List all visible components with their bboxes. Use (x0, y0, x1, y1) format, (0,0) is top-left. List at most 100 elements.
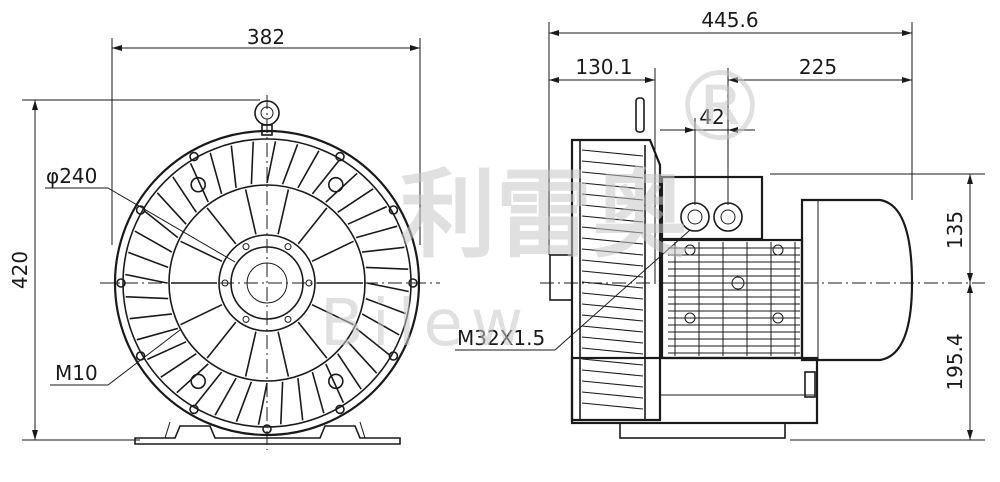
side-base (570, 356, 819, 439)
housing-bolt-icon (327, 176, 344, 193)
thread-leader: M32X1.5 (455, 229, 691, 351)
housing-fin-line (581, 259, 644, 267)
impeller-fin (361, 313, 400, 336)
impeller-fin (266, 141, 277, 184)
impeller-fin (325, 363, 345, 404)
housing-fin-line (581, 204, 644, 212)
housing-fin-line (581, 270, 644, 278)
impeller-fin (194, 371, 223, 406)
housing-outer-circle (113, 129, 421, 437)
impeller-fin (337, 188, 374, 213)
impeller-fin (189, 162, 209, 203)
impeller-fin (355, 327, 390, 356)
impeller-fin (281, 144, 299, 185)
housing-fin-line (581, 303, 644, 311)
dimension-lower-height: 195.4 (790, 283, 985, 441)
housing-bolt-icon (327, 373, 344, 390)
hub-bolt-hole (284, 315, 292, 323)
impeller-fin (280, 381, 284, 425)
dimension-port-spacing: 42 (660, 105, 755, 205)
impeller-fin (365, 297, 406, 315)
hub-bolt-hole (242, 315, 250, 323)
impeller-fin (347, 341, 378, 374)
housing-fin-line (581, 281, 644, 289)
watermark-chinese-text: 利雷奥 (400, 159, 688, 271)
housing-fin-line (581, 248, 644, 256)
hub-spoke (244, 189, 257, 235)
hub-inner-circle (230, 246, 304, 320)
hub-bolt-hole (284, 243, 292, 251)
housing-fin-line (581, 380, 644, 388)
watermark-registered-icon: ® (672, 51, 768, 163)
impeller-fin (214, 377, 237, 416)
hub-spoke (180, 240, 223, 263)
impeller-fin (311, 371, 325, 414)
width-dimension-label: 382 (247, 25, 285, 49)
impeller-fin (235, 381, 253, 422)
rim-bolt-icon (388, 351, 399, 361)
rim-bolt-icon (116, 278, 126, 288)
impeller-fin (125, 296, 169, 300)
hub-spoke (277, 331, 290, 377)
side-flange (549, 254, 573, 301)
blower-housing (549, 97, 662, 422)
hub-spoke (311, 303, 354, 326)
hub-spoke (244, 331, 257, 377)
housing-fin-line (581, 160, 644, 168)
impeller-fin (366, 282, 409, 293)
rim-bolt-icon (408, 278, 418, 288)
length-dimension-label: 445.6 (701, 8, 758, 32)
housing-fin-line (581, 171, 644, 179)
impeller-fin (209, 152, 223, 195)
hub-spoke (180, 303, 223, 326)
housing-fin-line (581, 314, 644, 322)
diameter-dimension-label: φ240 (46, 164, 97, 188)
mounting-feet (134, 421, 401, 445)
housing-fin-line (581, 215, 644, 223)
fan-cover (800, 198, 914, 362)
rim-bolt-icon (135, 205, 146, 215)
impeller-fin (160, 353, 197, 378)
impeller-fin (129, 313, 172, 320)
rim-bolt-icon (335, 151, 345, 162)
dimension-motor: 225 (727, 55, 912, 205)
rim-bolt-icon (262, 424, 272, 434)
height-dimension-label: 420 (8, 251, 32, 289)
impeller-fin (347, 205, 388, 225)
housing-fin-line (581, 292, 644, 300)
hub-outer-circle (218, 234, 316, 332)
impeller-fin (337, 353, 362, 390)
housing-fin-line (581, 336, 644, 344)
front-view: 382 420 φ240 M10 (8, 25, 440, 450)
housing-bolt-icon (190, 176, 206, 193)
impeller-fin (125, 273, 168, 284)
dimension-upper-height: 135 (770, 173, 985, 283)
housing-rim-circle (122, 138, 412, 428)
impeller-fins (125, 141, 409, 425)
bolt-leader: M10 (50, 329, 181, 386)
impeller-fin (146, 341, 187, 361)
base-mounting-slot (804, 371, 816, 398)
housing-bolt-icon (190, 373, 206, 390)
impeller-fin (156, 192, 187, 225)
impeller-fin (172, 176, 197, 213)
shaft-circle (246, 262, 288, 304)
housing-fin-line (581, 182, 644, 190)
impeller-fin (128, 251, 169, 269)
housing-fin-line (581, 358, 644, 366)
housing-fin-line (581, 149, 644, 157)
dimension-height: 420 (8, 99, 260, 441)
impeller-fin (230, 145, 237, 188)
housing-fin-line (581, 347, 644, 355)
impeller-fin (144, 210, 179, 239)
hub-spoke (277, 189, 290, 235)
diameter-leader: φ240 (45, 164, 236, 263)
hub-bolt-hole (242, 243, 250, 251)
housing-fin-line (581, 193, 644, 201)
impeller-fin (134, 230, 173, 253)
bolt-size-label: M10 (55, 361, 98, 385)
rim-bolt-icon (335, 404, 345, 415)
hub-bolt-hole (305, 279, 313, 287)
impeller-fin (297, 378, 304, 421)
